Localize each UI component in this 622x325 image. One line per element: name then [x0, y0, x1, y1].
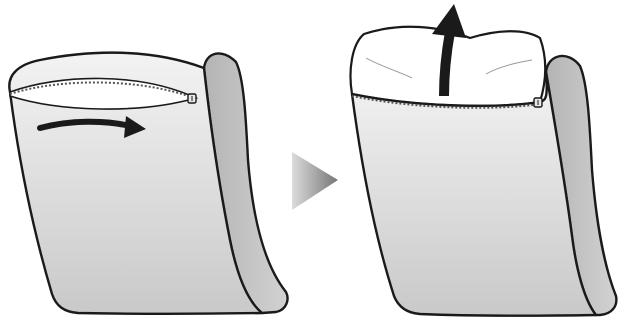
triangle-next-icon	[292, 152, 338, 210]
zipper-pull-icon	[534, 98, 542, 107]
zipper-pull-icon	[188, 94, 196, 103]
step-open-zipper	[9, 53, 287, 314]
step-remove-inner-cushion	[351, 4, 617, 316]
